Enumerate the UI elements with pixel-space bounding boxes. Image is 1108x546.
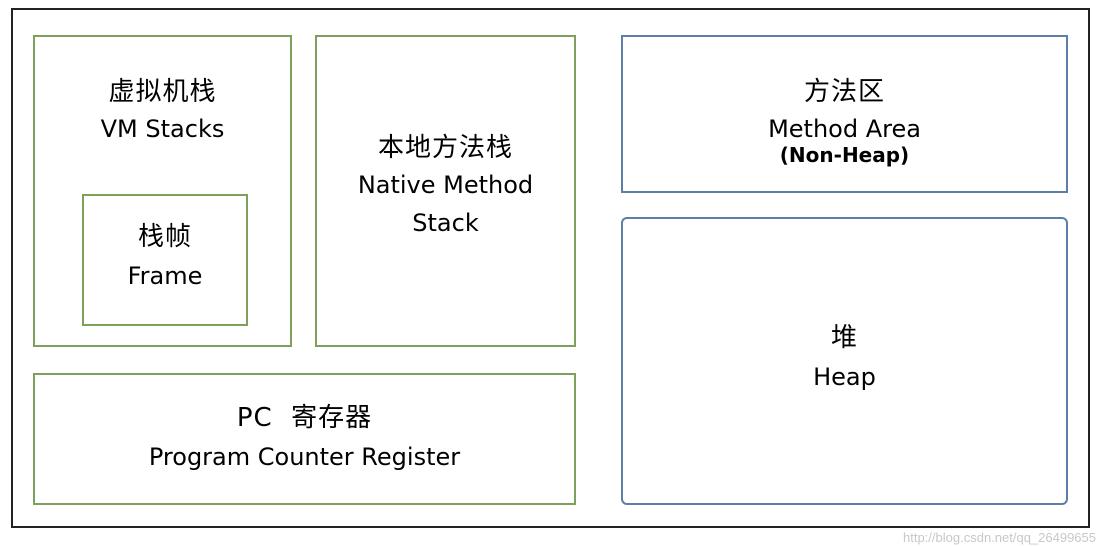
native-method-stack-label-en-line2: Stack (412, 209, 479, 237)
vm-stacks-box: 虚拟机栈 VM Stacks 栈帧 Frame (33, 35, 292, 347)
pc-register-label-zh: PC 寄存器 (236, 403, 373, 433)
vm-stacks-label-en: VM Stacks (100, 115, 225, 143)
method-area-label-en: Method Area (768, 115, 921, 143)
pc-register-box: PC 寄存器 Program Counter Register (33, 373, 576, 505)
method-area-sublabel: (Non-Heap) (779, 143, 910, 167)
watermark-url: http://blog.csdn.net/qq_26499655 (903, 530, 1096, 545)
frame-label-en: Frame (127, 262, 203, 290)
frame-box: 栈帧 Frame (82, 194, 248, 326)
heap-box: 堆 Heap (621, 217, 1068, 505)
method-area-box: 方法区 Method Area (Non-Heap) (621, 35, 1068, 193)
runtime-data-area-frame (11, 8, 1090, 528)
native-method-stack-label-en-line1: Native Method (357, 171, 534, 199)
heap-label-zh: 堆 (830, 323, 858, 353)
pc-register-label-en: Program Counter Register (148, 443, 461, 471)
heap-label-en: Heap (813, 363, 876, 391)
frame-label-zh: 栈帧 (137, 222, 192, 252)
vm-stacks-label-zh: 虚拟机栈 (108, 77, 217, 107)
native-method-stack-box: 本地方法栈 Native Method Stack (315, 35, 576, 347)
native-method-stack-label-zh: 本地方法栈 (377, 133, 513, 163)
method-area-label-zh: 方法区 (803, 77, 885, 107)
